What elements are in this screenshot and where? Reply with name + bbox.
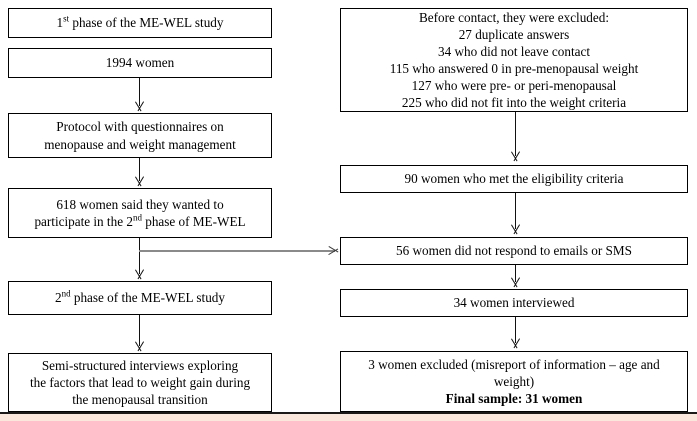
node-phase1-text: 1st phase of the ME-WEL study	[14, 14, 266, 31]
connector-eligible-to-no-response	[515, 193, 517, 229]
node-line: 90 women who met the eligibility criteri…	[404, 171, 624, 187]
node-line: Before contact, they were excluded:	[418, 9, 610, 25]
arrowhead-phase2-to-interviews	[134, 342, 145, 351]
arrowhead-excluded-to-eligible	[510, 152, 521, 161]
node-line: Semi-structured interviews exploring	[41, 357, 239, 373]
node-phase2: 2nd phase of the ME-WEL study	[8, 281, 272, 315]
node-phase2-text: 2nd phase of the ME-WEL study	[14, 289, 266, 306]
node-line: menopause and weight management	[44, 136, 236, 152]
arrowhead-protocol-to-618	[134, 177, 145, 186]
node-no-response-56: 56 women did not respond to emails or SM…	[340, 237, 688, 265]
node-line: 1994 women	[105, 55, 175, 71]
arrowhead-618-to-phase2	[134, 270, 145, 279]
node-line: 225 who did not fit into the weight crit…	[401, 95, 627, 111]
arrowhead-618-to-no-response	[329, 245, 338, 256]
node-line: 34 who did not leave contact	[438, 43, 590, 59]
arrowhead-no-response-to-interviewed	[510, 278, 521, 287]
node-no-response-56-text: 56 women did not respond to emails or SM…	[346, 242, 682, 259]
page-bottom-rule	[0, 412, 697, 414]
superscript: nd	[61, 289, 71, 300]
connector-interviewed-to-final	[515, 317, 517, 343]
node-eligible-90: 90 women who met the eligibility criteri…	[340, 165, 688, 193]
connector-excluded-to-eligible	[515, 112, 517, 156]
node-line: 115 who answered 0 in pre-menopausal wei…	[389, 61, 639, 76]
node-phase1: 1st phase of the ME-WEL study	[8, 8, 272, 38]
node-line: Final sample: 31 women	[445, 391, 583, 407]
superscript: nd	[132, 212, 142, 223]
node-eligible-90-text: 90 women who met the eligibility criteri…	[346, 170, 682, 187]
node-final-sample-text: 3 women excluded (misreport of informati…	[346, 356, 682, 407]
node-line: 56 women did not respond to emails or SM…	[396, 243, 632, 259]
node-line: 27 duplicate answers	[458, 26, 570, 42]
page-bottom-strip	[0, 413, 697, 421]
node-excluded: Before contact, they were excluded:27 du…	[340, 8, 688, 112]
node-line: the factors that lead to weight gain dur…	[29, 374, 251, 390]
node-women-1994: 1994 women	[8, 48, 272, 78]
node-line: 127 who were pre- or peri-menopausal	[411, 78, 617, 94]
arrowhead-interviewed-to-final	[510, 339, 521, 348]
arrowhead-1994-to-protocol	[134, 102, 145, 111]
node-line: Protocol with questionnaires on	[56, 119, 224, 135]
node-line: 3 women excluded (misreport of informati…	[368, 356, 660, 372]
node-line: 1st phase of the ME-WEL study	[56, 14, 224, 31]
node-line: 618 women said they wanted to	[56, 196, 224, 212]
connector-no-response-to-interviewed	[515, 265, 517, 282]
node-interviewed-34: 34 women interviewed	[340, 289, 688, 317]
node-line: weight)	[493, 373, 535, 389]
node-excluded-text: Before contact, they were excluded:27 du…	[346, 9, 682, 112]
node-line: participate in the 2nd phase of ME-WEL	[34, 212, 246, 229]
node-women-1994-text: 1994 women	[14, 54, 266, 71]
node-line: 2nd phase of the ME-WEL study	[55, 289, 225, 306]
connector-phase2-to-interviews	[139, 315, 141, 346]
arrowhead-eligible-to-no-response	[510, 225, 521, 234]
connector-protocol-to-618	[139, 158, 141, 181]
node-line: the menopausal transition	[72, 392, 208, 408]
connector-618-to-phase2	[139, 238, 141, 274]
node-interviewed-34-text: 34 women interviewed	[346, 294, 682, 311]
node-final-sample: 3 women excluded (misreport of informati…	[340, 351, 688, 412]
node-line: 34 women interviewed	[453, 295, 575, 311]
connector-618-to-no-response	[139, 250, 335, 252]
connector-1994-to-protocol	[139, 78, 141, 106]
superscript: st	[63, 14, 70, 25]
